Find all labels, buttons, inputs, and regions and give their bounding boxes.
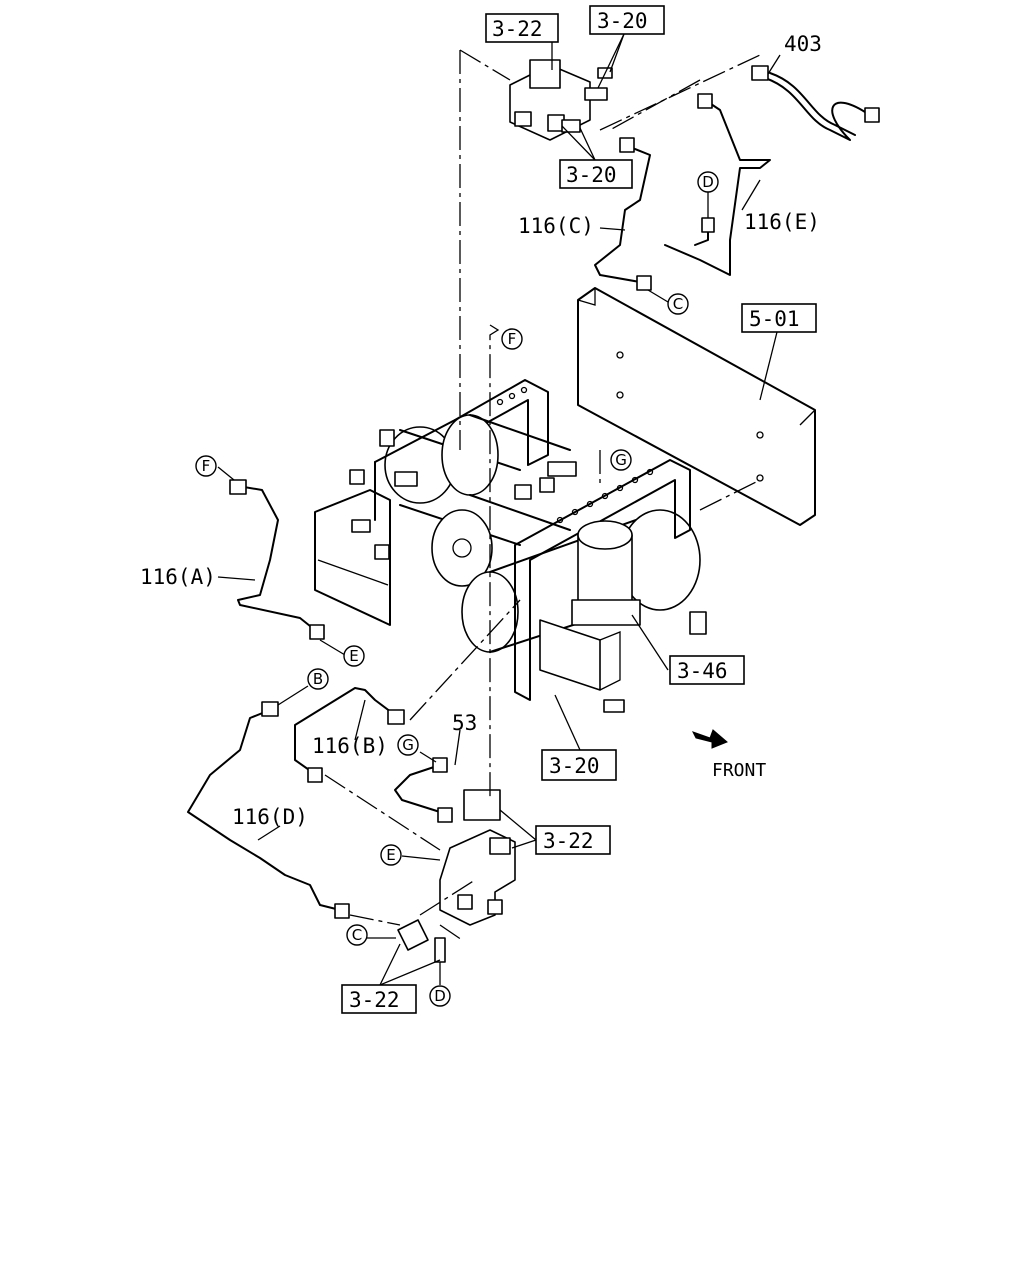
svg-text:G: G [402, 736, 414, 754]
pipe-116c [594, 144, 651, 283]
pipe-116d [187, 709, 341, 911]
label-403: 403 [784, 32, 822, 56]
label-116a: 116(A) [140, 565, 216, 589]
connector-f-left: F [195, 455, 217, 477]
leader-lines [217, 33, 781, 986]
svg-text:C: C [352, 926, 362, 944]
connector-e-left: E [343, 645, 365, 667]
svg-text:D: D [434, 987, 446, 1005]
svg-text:G: G [615, 451, 627, 469]
front-label: FRONT [712, 760, 766, 781]
svg-text:3-20: 3-20 [549, 754, 600, 778]
callout-3-20-mid[interactable]: 3-20 [559, 159, 633, 189]
svg-text:F: F [202, 457, 211, 475]
connector-d-low: D [429, 985, 451, 1007]
label-116d: 116(D) [232, 805, 308, 829]
pipe-53 [394, 764, 441, 813]
svg-text:C: C [673, 295, 683, 313]
dryer-assembly [314, 379, 707, 713]
upper-valve [509, 59, 613, 141]
frame-rail [577, 287, 816, 526]
connector-d-top: D [697, 171, 719, 193]
connector-e-low: E [380, 844, 402, 866]
svg-text:3-22: 3-22 [349, 988, 400, 1012]
connector-c-top: C [667, 293, 689, 315]
hose-403 [764, 77, 876, 141]
callout-3-22-bottom[interactable]: 3-22 [341, 984, 417, 1014]
connector-c-low: C [346, 924, 368, 946]
connector-f-top: F [501, 328, 523, 350]
pipe-116b [294, 687, 396, 773]
callout-3-22-low[interactable]: 3-22 [535, 825, 611, 855]
svg-text:D: D [702, 173, 714, 191]
label-53: 53 [452, 711, 477, 735]
svg-text:B: B [313, 670, 323, 688]
svg-text:3-22: 3-22 [543, 829, 594, 853]
svg-text:E: E [349, 647, 358, 665]
callout-5-01[interactable]: 5-01 [741, 303, 817, 333]
callout-3-22-top[interactable]: 3-22 [485, 13, 559, 43]
svg-text:3-20: 3-20 [597, 9, 648, 33]
connector-b: B [307, 668, 329, 690]
pipe-116a [237, 485, 316, 631]
callout-3-20-top[interactable]: 3-20 [589, 5, 665, 35]
svg-text:F: F [508, 330, 517, 348]
lower-valve [397, 789, 516, 963]
svg-text:3-20: 3-20 [566, 163, 617, 187]
connector-g-low: G [397, 734, 419, 756]
front-arrow: FRONT [691, 729, 766, 781]
pipes [187, 65, 880, 919]
label-116e: 116(E) [744, 210, 820, 234]
pipe-116e [664, 99, 771, 276]
label-116c: 116(C) [518, 214, 594, 238]
svg-text:3-22: 3-22 [492, 17, 543, 41]
label-116b: 116(B) [312, 734, 388, 758]
callout-3-46[interactable]: 3-46 [669, 655, 745, 685]
svg-text:5-01: 5-01 [749, 307, 800, 331]
svg-text:3-46: 3-46 [677, 659, 728, 683]
svg-text:E: E [386, 846, 395, 864]
callout-3-20-low[interactable]: 3-20 [541, 749, 617, 781]
reference-lines [324, 49, 761, 941]
connector-g-top: G [610, 449, 632, 471]
